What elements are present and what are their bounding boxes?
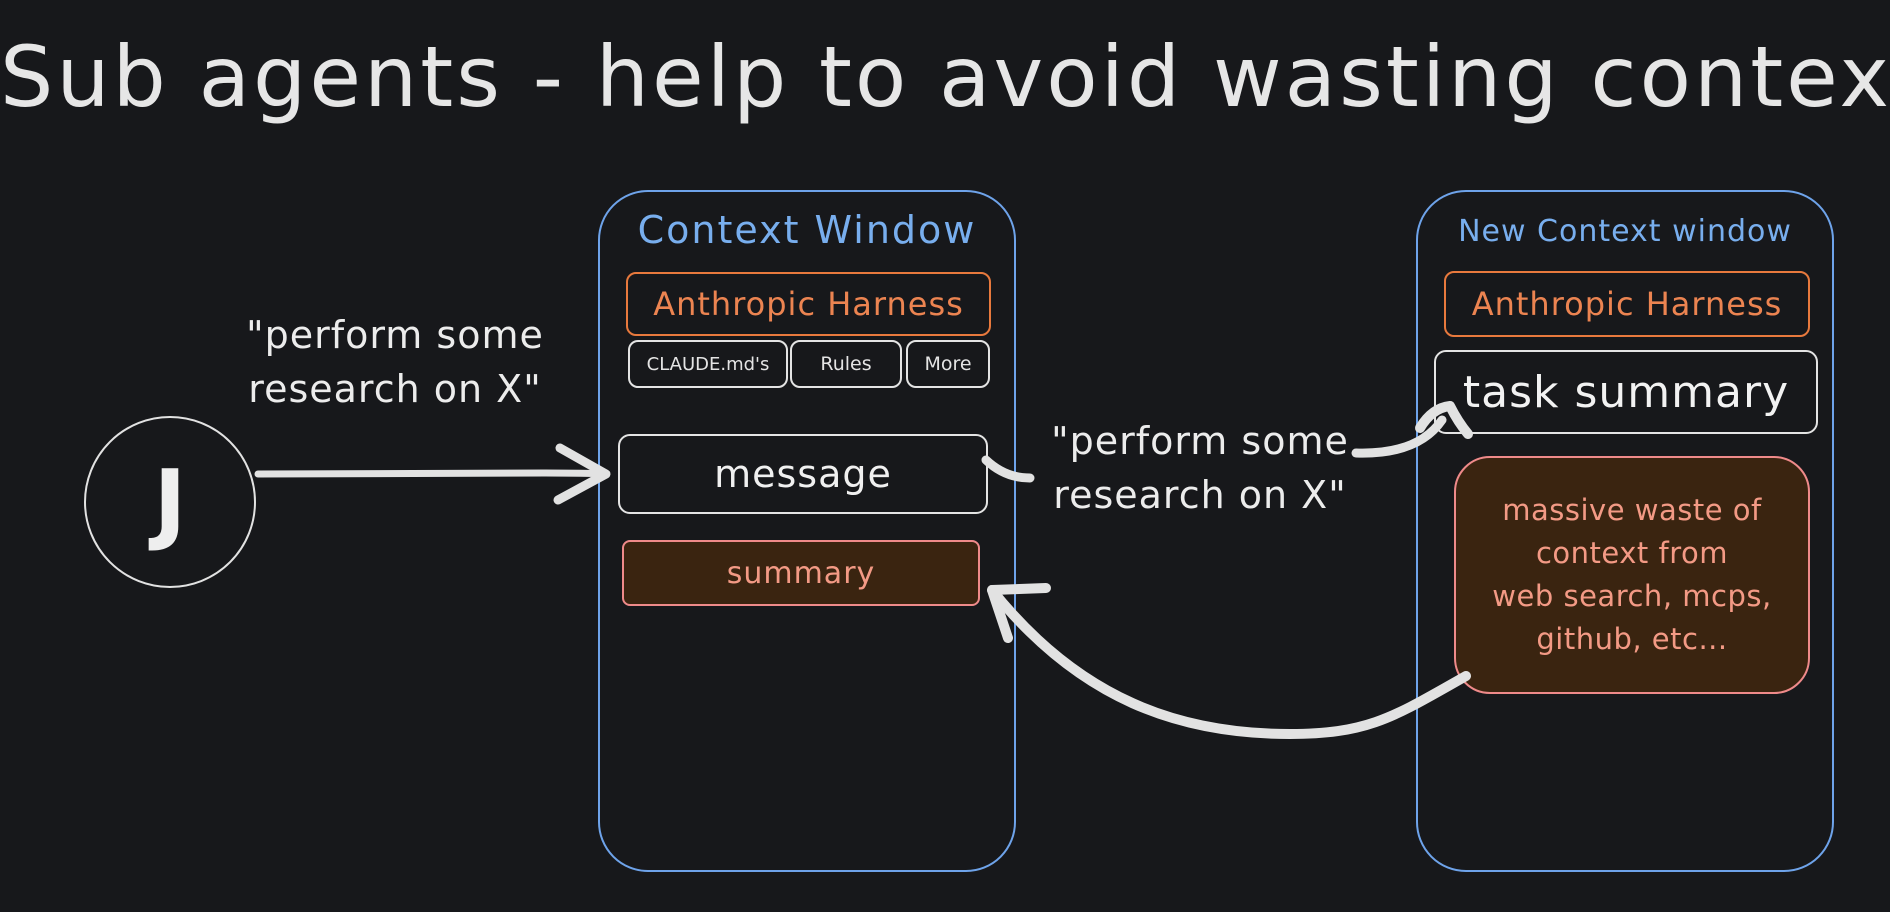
waste-line-1: massive waste of — [1502, 493, 1762, 527]
task-summary-box: task summary — [1434, 350, 1818, 434]
context-waste-box: massive waste of context from web search… — [1454, 456, 1810, 694]
subagent-prompt-line-2: research on X" — [1053, 473, 1347, 517]
waste-line-4: github, etc... — [1536, 622, 1728, 656]
context-harness: Anthropic Harness — [626, 272, 991, 336]
new-context-window — [1416, 190, 1834, 872]
subagent-prompt: "perform some research on X" — [1028, 414, 1372, 522]
new-context-window-title: New Context window — [1458, 214, 1792, 249]
user-prompt-line-1: "perform some — [246, 313, 544, 357]
user-avatar: J — [84, 416, 256, 588]
waste-to-summary-arrow — [987, 585, 1471, 739]
context-window — [598, 190, 1016, 872]
message-box: message — [618, 434, 988, 514]
user-initial: J — [153, 450, 187, 554]
user-to-message-arrow — [254, 469, 610, 478]
waste-line-3: web search, mcps, — [1492, 579, 1772, 613]
subagent-prompt-line-1: "perform some — [1051, 419, 1349, 463]
context-item-more: More — [906, 340, 990, 388]
page-title: Sub agents - help to avoid wasting conte… — [0, 28, 1890, 126]
waste-line-2: context from — [1535, 536, 1728, 570]
context-item-rules: Rules — [790, 340, 902, 388]
user-prompt-line-2: research on X" — [248, 367, 542, 411]
summary-box: summary — [622, 540, 980, 606]
user-prompt: "perform some research on X" — [200, 308, 590, 416]
new-context-harness: Anthropic Harness — [1444, 271, 1810, 337]
context-window-title: Context Window — [637, 208, 977, 252]
context-item-claude-md: CLAUDE.md's — [628, 340, 788, 388]
